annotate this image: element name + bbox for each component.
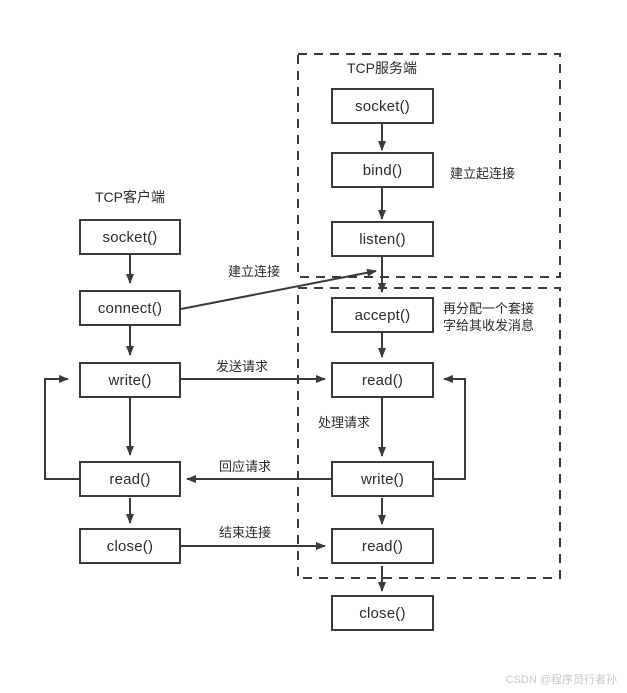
server-accept-label: accept() [354,306,411,324]
server-write-node[interactable]: write() [331,461,434,497]
server-read-node[interactable]: read() [331,362,434,398]
client-socket-label: socket() [102,228,158,246]
server-group-title: TCP服务端 [347,60,417,76]
server-listen-node[interactable]: listen() [331,221,434,257]
client-socket-node[interactable]: socket() [79,219,181,255]
server-write-label: write() [360,470,405,488]
server-read2-node[interactable]: read() [331,528,434,564]
server-bind-node[interactable]: bind() [331,152,434,188]
server-read-label: read() [361,371,404,389]
watermark: CSDN @程序员行者孙 [505,674,617,686]
label-allocate-socket-line2: 字给其收发消息 [443,318,535,333]
connection-group-border [297,287,561,579]
label-end-connection: 结束连接 [219,525,272,540]
client-read-label: read() [109,470,151,488]
client-connect-node[interactable]: connect() [79,290,181,326]
client-connect-label: connect() [97,299,163,317]
server-group-border [297,53,561,278]
server-listen-label: listen() [359,230,406,248]
client-close-node[interactable]: close() [79,528,181,564]
edge-connect-to-listen [180,268,377,310]
server-read2-label: read() [361,537,404,555]
client-read-node[interactable]: read() [79,461,181,497]
client-write-node[interactable]: write() [79,362,181,398]
server-close-node[interactable]: close() [331,595,434,631]
client-close-label: close() [106,537,154,555]
label-allocate-socket-line1: 再分配一个套接 [443,301,535,316]
client-write-label: write() [108,371,152,389]
server-accept-node[interactable]: accept() [331,297,434,333]
edge-client-read-loop [44,375,79,480]
label-reply-request: 回应请求 [219,459,272,474]
client-group-title: TCP客户端 [95,189,165,205]
server-bind-label: bind() [362,161,403,179]
label-establish-connection-server: 建立起连接 [450,166,516,181]
edge-server-write-loop [434,375,466,480]
label-establish-connection: 建立连接 [228,264,281,279]
server-close-label: close() [359,604,406,622]
label-send-request: 发送请求 [216,359,269,374]
server-socket-label: socket() [355,97,410,115]
server-socket-node[interactable]: socket() [331,88,434,124]
label-handle-request: 处理请求 [318,415,371,430]
